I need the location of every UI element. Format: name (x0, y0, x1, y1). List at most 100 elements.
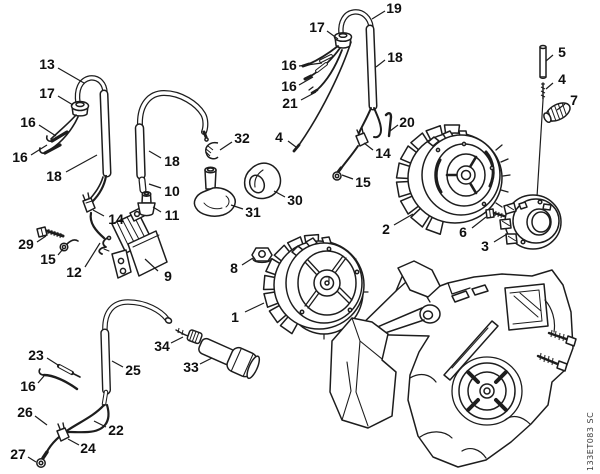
wire-23 (56, 363, 81, 378)
callout-leader-2 (393, 213, 414, 226)
connector-14-top (355, 127, 369, 147)
callout-label-14: 14 (375, 145, 391, 161)
callout-leader-21 (300, 91, 317, 101)
ignition-module-9 (111, 207, 168, 279)
spark-plug-lead-center (134, 89, 209, 217)
callout-label-4: 4 (558, 71, 566, 87)
callout-label-32: 32 (234, 130, 250, 146)
callout-leader-8 (241, 257, 254, 266)
grommet-elbow-30 (243, 162, 282, 200)
callout-leader-12 (84, 242, 101, 268)
callout-leader-18 (65, 154, 98, 173)
callout-label-21: 21 (282, 95, 298, 111)
callout-leader-18 (375, 59, 386, 68)
spring-clip-12 (98, 235, 112, 255)
hex-nut-8 (251, 247, 273, 264)
watermark-code: 133ET083 SC (586, 412, 595, 471)
wire-20 (384, 112, 393, 138)
callout-label-14: 14 (108, 211, 124, 227)
callout-leader-22 (93, 420, 107, 428)
callout-label-15: 15 (40, 251, 56, 267)
ring-terminal-15-left (59, 239, 79, 252)
bar-mount-plate (443, 320, 499, 381)
callout-leader-20 (389, 124, 399, 132)
callout-leader-27 (27, 456, 37, 463)
callout-label-16: 16 (281, 78, 297, 94)
callout-label-16: 16 (20, 114, 36, 130)
callout-label-34: 34 (154, 338, 170, 354)
callout-label-3: 3 (481, 238, 489, 254)
tube-10 (138, 176, 147, 194)
callout-label-15: 15 (355, 174, 371, 190)
callout-leader-33 (199, 357, 213, 365)
ring-terminal-15-top (332, 166, 343, 181)
callout-label-19: 19 (386, 0, 402, 16)
callout-leader-6 (471, 216, 487, 229)
callout-label-27: 27 (10, 446, 26, 462)
callout-leader-15 (57, 248, 64, 256)
callout-leader-26 (34, 415, 48, 426)
sprocket-cover (329, 317, 397, 429)
callout-leader-29 (36, 235, 47, 243)
screw-6 (485, 208, 506, 219)
retaining-clip-32 (205, 141, 219, 160)
callout-label-29: 29 (18, 236, 34, 252)
grommet-17 (70, 100, 90, 117)
callout-leader-17 (326, 30, 339, 40)
callout-leader-7 (556, 103, 566, 111)
callout-label-7: 7 (570, 92, 578, 108)
wire-16-a (45, 130, 69, 143)
clutch-carrier-3 (499, 194, 562, 250)
wire-21 (308, 49, 343, 95)
callout-leader-15 (341, 174, 354, 180)
callout-leader-25 (111, 360, 124, 368)
callout-label-2: 2 (382, 221, 390, 237)
callout-label-16: 16 (12, 149, 28, 165)
callout-label-16: 16 (281, 57, 297, 73)
callout-label-4: 4 (275, 129, 283, 145)
callout-label-30: 30 (287, 192, 303, 208)
stud-bolts (536, 329, 577, 372)
callout-leader-23 (46, 357, 59, 366)
callout-label-1: 1 (231, 309, 239, 325)
callout-leader-10 (148, 183, 162, 189)
wire-26 (43, 403, 106, 458)
callout-label-11: 11 (165, 207, 180, 223)
callout-leader-34 (170, 336, 184, 344)
callout-leader-13 (57, 67, 85, 84)
callout-leader-16 (38, 124, 57, 137)
clutch-drum (451, 356, 523, 426)
ring-terminal-27 (36, 450, 49, 468)
connector-34 (175, 327, 203, 345)
callout-label-26: 26 (17, 404, 33, 420)
callout-label-18: 18 (164, 153, 180, 169)
flywheel-1 (262, 233, 365, 335)
callout-leader-14 (363, 142, 374, 151)
callout-label-10: 10 (164, 183, 180, 199)
callout-label-17: 17 (309, 19, 325, 35)
connector-14-left (82, 192, 96, 213)
callout-leader-4 (545, 82, 554, 90)
callout-leader-4 (287, 140, 297, 148)
crankcase-body (351, 260, 577, 468)
callout-leader-5 (545, 54, 554, 62)
callout-label-8: 8 (230, 260, 238, 276)
lead-assembly-bottom (36, 299, 173, 468)
spark-plug-boot-33 (198, 337, 261, 380)
callout-leader-31 (230, 204, 244, 210)
callout-label-12: 12 (66, 264, 82, 280)
callout-label-13: 13 (39, 56, 55, 72)
wire-16-d (303, 47, 341, 81)
callout-label-6: 6 (459, 224, 467, 240)
assembly-axis-line (536, 99, 544, 198)
callout-label-31: 31 (245, 204, 261, 220)
callout-leader-11 (152, 206, 162, 213)
connector-24 (56, 422, 70, 442)
wire-16-e (38, 368, 79, 391)
callout-label-33: 33 (183, 359, 199, 375)
callout-leader-17 (57, 95, 74, 106)
wire-4 (298, 41, 352, 146)
manifold-31 (193, 166, 236, 217)
wire-16-b (38, 143, 62, 155)
